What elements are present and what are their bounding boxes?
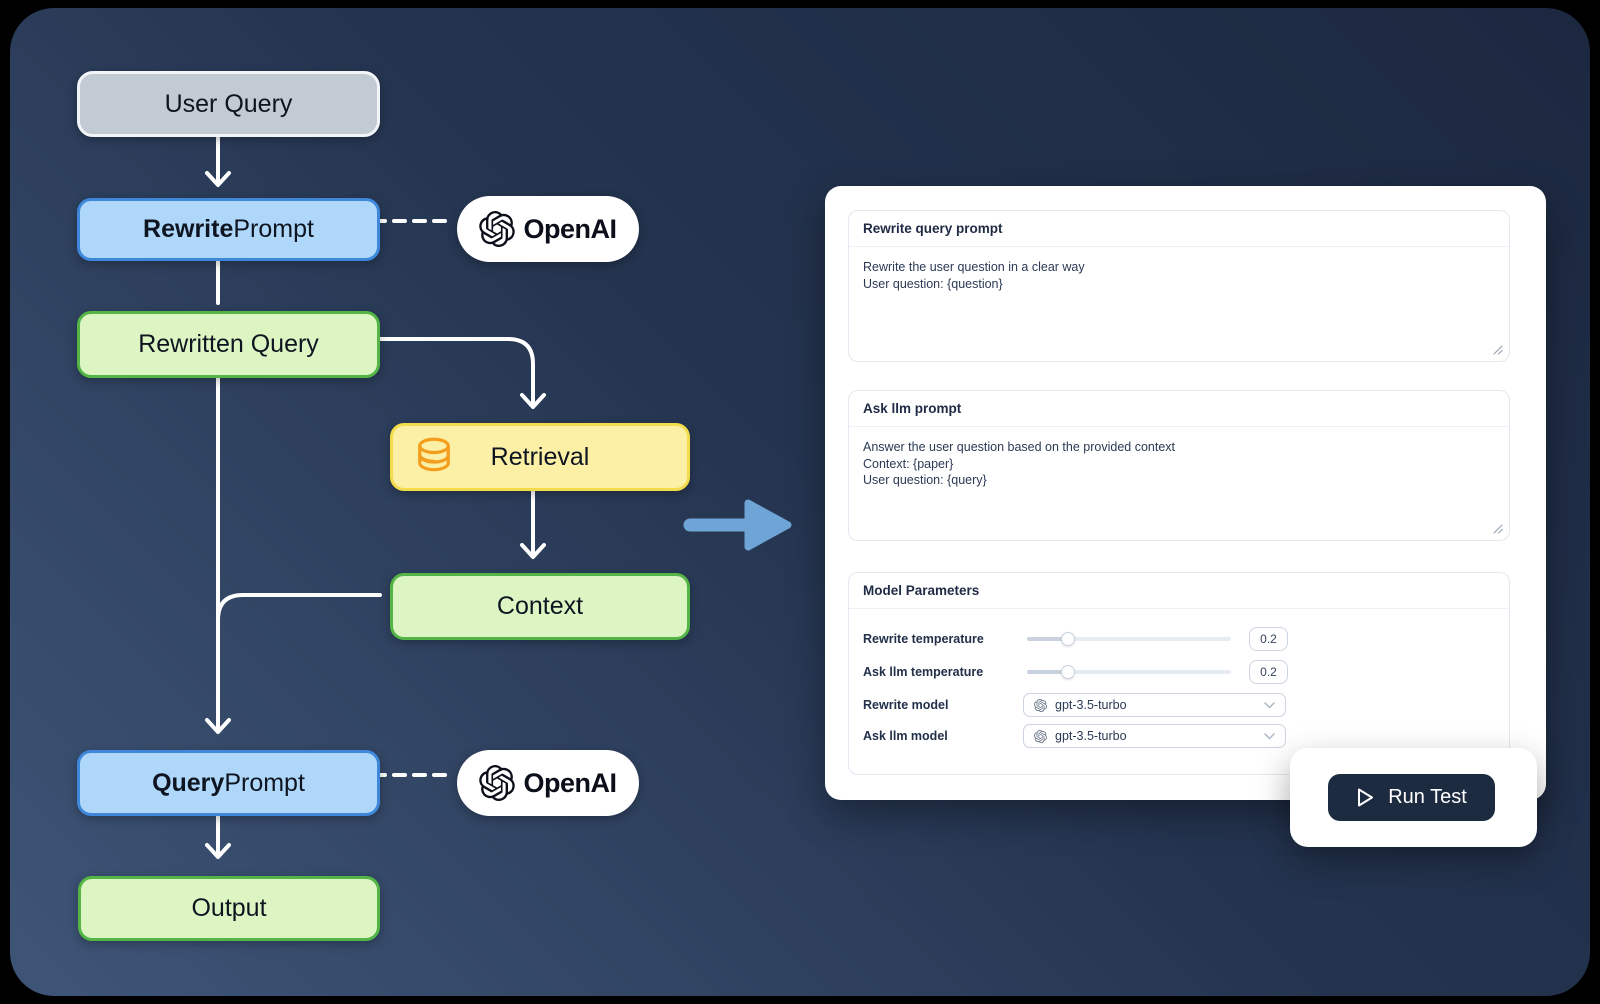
node-retrieval: Retrieval bbox=[390, 423, 690, 491]
rewrite-temperature-value[interactable]: 0.2 bbox=[1249, 627, 1288, 651]
ask-llm-model-row: Ask llm model gpt-3.5-turbo bbox=[849, 723, 1509, 749]
openai-logo-icon bbox=[479, 765, 516, 801]
node-retrieval-label: Retrieval bbox=[490, 442, 590, 471]
ask-llm-model-value: gpt-3.5-turbo bbox=[1055, 729, 1127, 743]
arrow-retrieval-to-context bbox=[520, 481, 546, 559]
ask-llm-prompt-title: Ask llm prompt bbox=[849, 391, 1509, 427]
openai-label: OpenAI bbox=[523, 213, 617, 244]
node-output-label: Output bbox=[191, 894, 267, 922]
ask-llm-prompt-card: Ask llm prompt Answer the user question … bbox=[848, 390, 1510, 541]
textarea-resize-handle[interactable] bbox=[1492, 344, 1503, 355]
node-query-prompt-label: Prompt bbox=[224, 768, 305, 797]
rewrite-query-prompt-textarea[interactable]: Rewrite the user question in a clear way… bbox=[863, 260, 1085, 291]
run-test-label: Run Test bbox=[1388, 786, 1467, 808]
slider-track bbox=[1027, 670, 1231, 674]
rewrite-model-label: Rewrite model bbox=[863, 698, 949, 712]
node-context: Context bbox=[390, 573, 690, 640]
openai-logo-icon bbox=[479, 211, 516, 247]
rewrite-model-select[interactable]: gpt-3.5-turbo bbox=[1023, 693, 1286, 717]
node-rewrite-prompt: Rewrite Prompt bbox=[77, 198, 380, 261]
play-icon bbox=[1358, 788, 1374, 807]
slider-thumb[interactable] bbox=[1061, 665, 1075, 679]
ask-llm-prompt-textarea[interactable]: Answer the user question based on the pr… bbox=[863, 440, 1176, 487]
openai-node-bottom: OpenAI bbox=[457, 750, 639, 816]
slider-fill bbox=[1027, 670, 1069, 674]
node-output: Output bbox=[78, 876, 380, 941]
arrow-user-to-rewrite bbox=[205, 127, 231, 187]
line-context-to-trunk bbox=[216, 593, 382, 622]
diagram-connectors bbox=[205, 127, 792, 859]
node-rewrite-prompt-label-bold: Rewrite bbox=[143, 215, 234, 243]
chevron-down-icon bbox=[1264, 732, 1275, 739]
rewrite-temperature-row: Rewrite temperature 0.2 bbox=[849, 626, 1509, 652]
openai-model-icon bbox=[1034, 729, 1047, 743]
rewrite-model-row: Rewrite model gpt-3.5-turbo bbox=[849, 692, 1509, 718]
node-query-prompt: Query Prompt bbox=[77, 750, 380, 816]
big-blue-arrow bbox=[683, 499, 792, 551]
chevron-down-icon bbox=[1264, 701, 1275, 708]
arrow-rewritten-to-retrieval bbox=[368, 337, 546, 409]
slider-thumb[interactable] bbox=[1061, 632, 1075, 646]
rewrite-temperature-slider[interactable] bbox=[1027, 632, 1231, 646]
node-query-prompt-label-bold: Query bbox=[152, 768, 225, 797]
ask-llm-model-label: Ask llm model bbox=[863, 729, 948, 743]
rewrite-temperature-label: Rewrite temperature bbox=[863, 632, 984, 646]
node-user-query: User Query bbox=[77, 71, 380, 137]
model-parameters-title: Model Parameters bbox=[849, 573, 1509, 609]
node-rewrite-prompt-label: Prompt bbox=[233, 215, 314, 243]
slider-track bbox=[1027, 637, 1231, 641]
openai-model-icon bbox=[1034, 698, 1047, 712]
ask-llm-temperature-row: Ask llm temperature 0.2 bbox=[849, 659, 1509, 685]
rewrite-model-value: gpt-3.5-turbo bbox=[1055, 698, 1127, 712]
arrow-rewritten-to-query-prompt bbox=[205, 368, 231, 734]
run-test-card: Run Test bbox=[1290, 748, 1537, 847]
node-user-query-label: User Query bbox=[164, 89, 293, 118]
ask-llm-temperature-label: Ask llm temperature bbox=[863, 665, 984, 679]
model-parameters-card: Model Parameters Rewrite temperature 0.2… bbox=[848, 572, 1510, 775]
node-rewritten-query-label: Rewritten Query bbox=[138, 330, 319, 358]
database-icon bbox=[418, 437, 450, 472]
node-rewritten-query: Rewritten Query bbox=[77, 311, 380, 378]
rewrite-query-prompt-title: Rewrite query prompt bbox=[849, 211, 1509, 247]
node-context-label: Context bbox=[496, 592, 584, 620]
settings-panel: Rewrite query prompt Rewrite the user qu… bbox=[825, 186, 1546, 800]
rewrite-query-prompt-card: Rewrite query prompt Rewrite the user qu… bbox=[848, 210, 1510, 362]
openai-node-top: OpenAI bbox=[457, 196, 639, 262]
textarea-resize-handle[interactable] bbox=[1492, 523, 1503, 534]
ask-llm-temperature-value[interactable]: 0.2 bbox=[1249, 660, 1288, 684]
ask-llm-temperature-slider[interactable] bbox=[1027, 665, 1231, 679]
openai-label: OpenAI bbox=[523, 767, 617, 798]
slider-fill bbox=[1027, 637, 1069, 641]
ask-llm-model-select[interactable]: gpt-3.5-turbo bbox=[1023, 724, 1286, 748]
run-test-button[interactable]: Run Test bbox=[1328, 774, 1495, 821]
